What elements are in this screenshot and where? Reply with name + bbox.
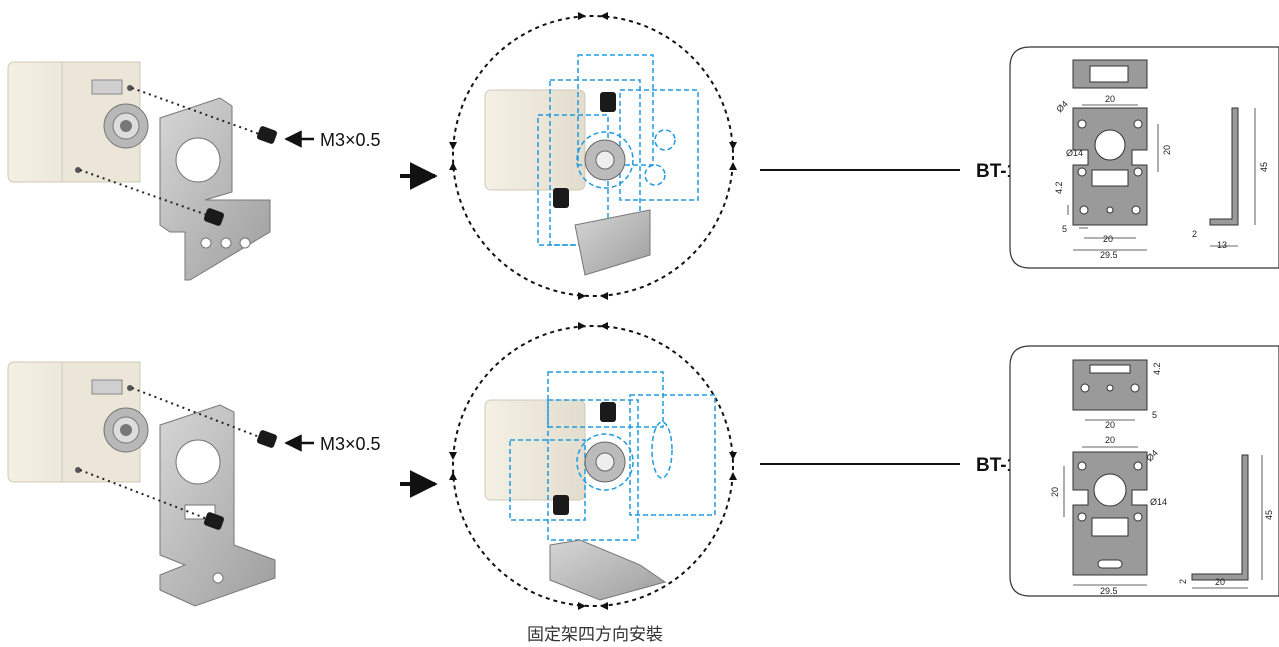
dim-label: 5 [1062, 224, 1067, 234]
screw-icon [203, 512, 225, 530]
dim-label: 13 [1217, 240, 1227, 250]
dim-label: 20 [1105, 420, 1115, 430]
rotation-circle [449, 12, 737, 300]
sensor-unit [7, 361, 149, 483]
dim-label: 20 [1105, 435, 1115, 445]
dim-label: 20 [1105, 94, 1115, 104]
screw-icon [203, 208, 225, 226]
dimension-drawing-panel: Ø4 20 20 Ø14 4.2 5 20 29.5 45 2 13 [1009, 46, 1279, 269]
bracket-bt12 [159, 97, 271, 281]
dim-label: 5 [1152, 410, 1157, 420]
dim-label: 4.2 [1152, 362, 1162, 375]
bracket-bt13 [159, 404, 276, 607]
dim-label: 45 [1264, 510, 1274, 520]
screw-label: M3×0.5 [320, 434, 381, 454]
dim-label: 4.2 [1054, 181, 1064, 194]
dimension-drawing-panel: 4.2 5 20 20 Ø4 20 Ø14 29.5 [1009, 345, 1279, 597]
assembly-view [484, 371, 716, 601]
dim-label: Ø14 [1150, 497, 1167, 507]
screw-icon [256, 126, 278, 144]
dim-label: 45 [1259, 162, 1269, 172]
row-2: M3×0.5 BT-13 [7, 322, 1279, 610]
blueprint-outline [509, 371, 716, 541]
caption: 固定架四方向安裝 [527, 625, 663, 645]
dim-label: 29.5 [1100, 250, 1118, 260]
dim-label: 20 [1215, 577, 1225, 587]
dim-label: 2 [1178, 579, 1188, 584]
dim-label: 29.5 [1100, 586, 1118, 596]
dim-label: 20 [1162, 145, 1172, 155]
rotation-circle [449, 322, 737, 610]
sensor-unit [7, 61, 149, 183]
dim-label: 2 [1192, 229, 1197, 239]
dim-label: 20 [1103, 234, 1113, 244]
screw-icon [256, 430, 278, 448]
dim-label: 20 [1050, 487, 1060, 497]
row-1: M3×0.5 [7, 12, 1279, 300]
assembly-view [484, 54, 699, 276]
screw-label: M3×0.5 [320, 130, 381, 150]
dim-label: Ø14 [1066, 148, 1083, 158]
blueprint-outline [537, 54, 699, 246]
